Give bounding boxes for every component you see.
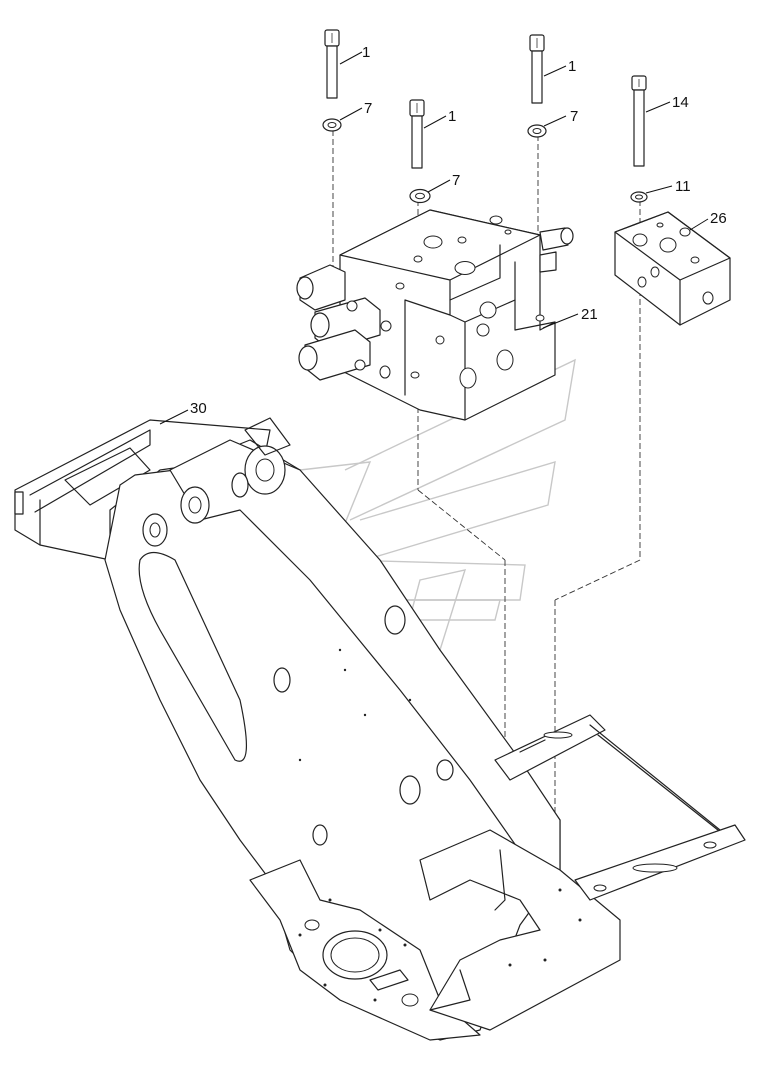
leader-lines bbox=[159, 51, 709, 425]
bolt-14 bbox=[631, 75, 647, 167]
washer-7-center bbox=[409, 188, 431, 204]
valve-block-26 bbox=[614, 211, 731, 326]
bolt-1-center bbox=[409, 99, 425, 169]
washer-11 bbox=[630, 191, 648, 203]
solenoid-valves bbox=[296, 227, 574, 381]
callout-7-left: 7 bbox=[364, 100, 372, 117]
callout-1-right: 1 bbox=[568, 58, 576, 75]
washer-7-left bbox=[322, 118, 342, 132]
bolt-1-right bbox=[529, 34, 545, 104]
callout-1-center: 1 bbox=[448, 108, 456, 125]
callout-11: 11 bbox=[675, 178, 691, 195]
callout-26: 26 bbox=[710, 210, 727, 227]
washer-7-right bbox=[527, 124, 547, 138]
bolt-1-left bbox=[324, 29, 340, 99]
callout-7-center: 7 bbox=[452, 172, 460, 189]
callout-30: 30 bbox=[190, 400, 207, 417]
callout-labels: 1 7 1 7 1 7 14 11 26 21 30 bbox=[190, 44, 727, 417]
callout-7-right: 7 bbox=[570, 108, 578, 125]
valve-block-21 bbox=[339, 209, 556, 421]
callout-1-left: 1 bbox=[362, 44, 370, 61]
callout-14: 14 bbox=[672, 94, 689, 111]
main-frame-30 bbox=[14, 417, 746, 1041]
callout-21: 21 bbox=[581, 306, 598, 323]
